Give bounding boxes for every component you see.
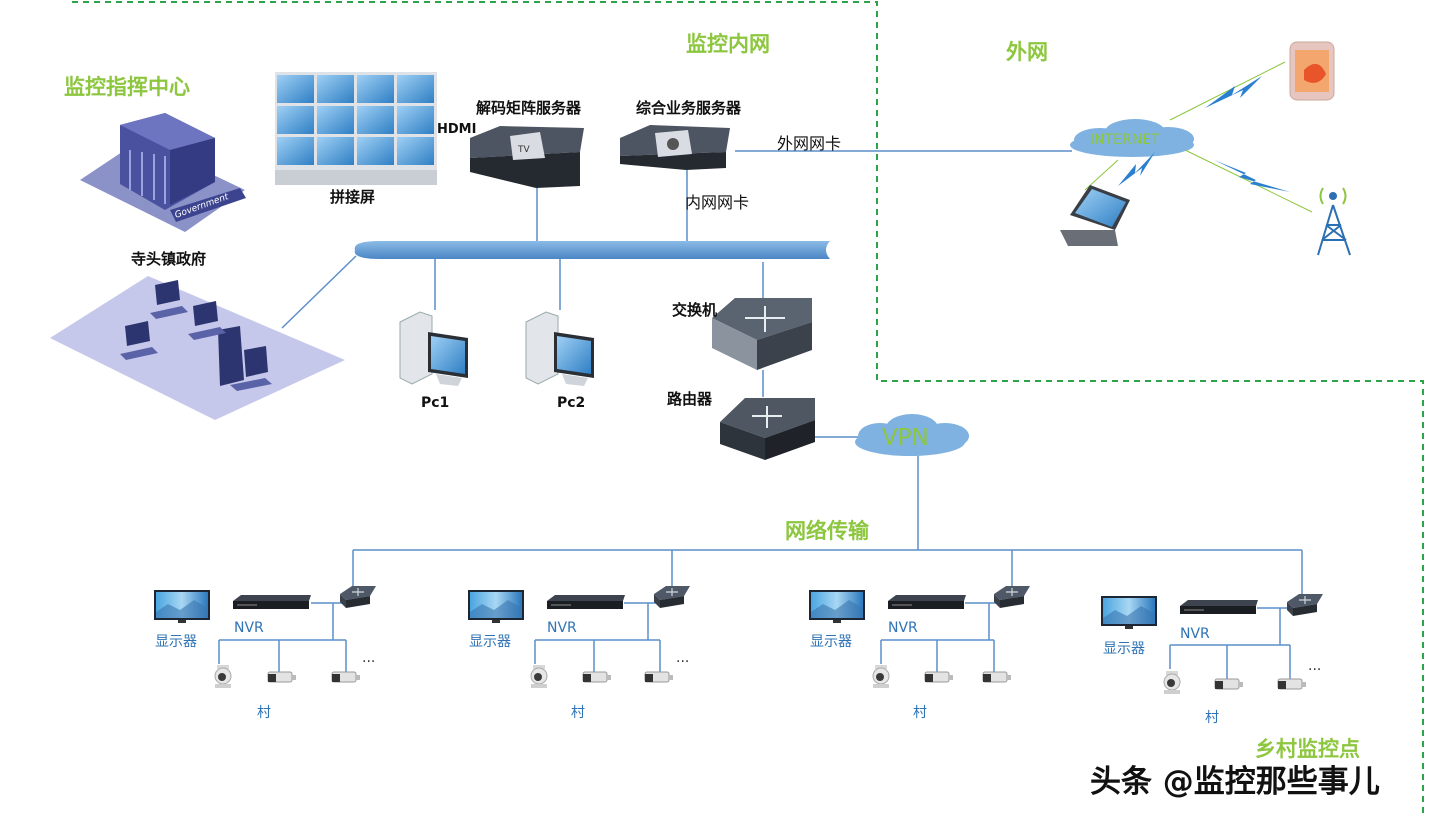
site-2-monitor-label: 显示器 xyxy=(469,634,511,650)
signal-tower-icon xyxy=(1317,187,1351,256)
zone-title-monitor-intranet: 监控内网 xyxy=(686,32,770,56)
vpn-label: VPN xyxy=(882,425,929,451)
intranet-zone-border xyxy=(72,1,1424,818)
tv-monitor-icon xyxy=(809,590,865,623)
nvr-icon xyxy=(233,595,311,609)
site-3-village-label: 村 xyxy=(913,705,927,721)
bullet-camera-icon xyxy=(1277,678,1307,690)
svg-text:TV: TV xyxy=(517,145,530,155)
hdmi-label: HDMI xyxy=(437,122,477,137)
bullet-camera-icon xyxy=(582,671,612,683)
intranet-nic-label: 内网网卡 xyxy=(685,193,750,212)
video-wall-panel xyxy=(397,75,434,103)
nvr-icon xyxy=(547,595,625,609)
tv-monitor-icon xyxy=(468,590,524,623)
site-4-village-label: 村 xyxy=(1205,710,1219,726)
extranet-nic-label: 外网网卡 xyxy=(777,134,842,153)
decoder-server-icon: TV xyxy=(470,126,584,188)
smartphone-icon xyxy=(1289,41,1335,101)
dome-camera-icon xyxy=(530,664,548,689)
video-wall-panel xyxy=(397,106,434,134)
router-icon xyxy=(720,398,815,460)
video-wall-panel xyxy=(357,106,394,134)
site-3-nvr-label: NVR xyxy=(888,620,918,636)
zone-title-command-center: 监控指挥中心 xyxy=(64,75,190,99)
bullet-camera-icon xyxy=(982,671,1012,683)
video-wall-panel xyxy=(317,75,354,103)
site-2-more: ... xyxy=(676,650,690,666)
router-label: 路由器 xyxy=(667,390,713,408)
tv-monitor-icon xyxy=(154,590,210,623)
dome-camera-icon xyxy=(214,664,232,689)
business-server-label: 综合业务服务器 xyxy=(636,99,742,117)
bullet-camera-icon xyxy=(1214,678,1244,690)
site-2-nvr-label: NVR xyxy=(547,620,577,636)
video-wall-panel xyxy=(357,75,394,103)
tv-monitor-icon xyxy=(1101,596,1157,629)
nvr-icon xyxy=(1180,600,1258,614)
switch-icon xyxy=(1286,593,1324,617)
laptop-icon xyxy=(1060,185,1130,246)
video-wall-panel xyxy=(277,75,314,103)
switch-icon xyxy=(653,585,691,609)
site-1-monitor-label: 显示器 xyxy=(155,634,197,650)
watermark: 头条 @监控那些事儿 xyxy=(1090,764,1380,800)
switch-label: 交换机 xyxy=(672,301,718,319)
video-wall-panel xyxy=(277,106,314,134)
video-wall-panel xyxy=(317,137,354,165)
internet-label: INTERNET xyxy=(1090,132,1160,148)
bullet-camera-icon xyxy=(267,671,297,683)
connection-lines xyxy=(218,150,1303,679)
video-wall-label: 拼接屏 xyxy=(330,188,376,206)
switch-icon xyxy=(339,585,377,609)
video-wall-panel xyxy=(277,137,314,165)
pc-icon xyxy=(399,311,468,386)
site-2-village-label: 村 xyxy=(571,705,585,721)
bullet-camera-icon xyxy=(331,671,361,683)
pc2-label: Pc2 xyxy=(557,395,586,411)
zone-title-village-points: 乡村监控点 xyxy=(1255,737,1360,761)
business-server-icon xyxy=(620,125,730,170)
dome-camera-icon xyxy=(872,664,890,689)
nvr-icon xyxy=(888,595,966,609)
office-workstations-icon xyxy=(50,276,345,420)
bullet-camera-icon xyxy=(924,671,954,683)
site-1-more: ... xyxy=(362,650,376,666)
site-3-monitor-label: 显示器 xyxy=(810,634,852,650)
government-building-icon: Government xyxy=(80,113,246,232)
vpn-cloud-icon xyxy=(855,414,969,456)
switch-icon xyxy=(712,298,812,370)
site-4-monitor-label: 显示器 xyxy=(1103,641,1145,657)
internet-cloud-icon xyxy=(1070,119,1194,157)
network-bus xyxy=(354,241,830,259)
pc-icon xyxy=(525,311,594,386)
video-wall-icon xyxy=(275,72,437,185)
pc1-label: Pc1 xyxy=(421,395,450,411)
site-1-nvr-label: NVR xyxy=(234,620,264,636)
site-4-nvr-label: NVR xyxy=(1180,626,1210,642)
bullet-camera-icon xyxy=(644,671,674,683)
decoder-server-label: 解码矩阵服务器 xyxy=(476,99,582,117)
site-1-village-label: 村 xyxy=(257,705,271,721)
dome-camera-icon xyxy=(1163,670,1181,695)
video-wall-panel xyxy=(357,137,394,165)
site-4-more: ... xyxy=(1308,658,1322,674)
switch-icon xyxy=(993,585,1031,609)
video-wall-panel xyxy=(397,137,434,165)
zone-title-network-transmission: 网络传输 xyxy=(785,519,869,543)
government-label: 寺头镇政府 xyxy=(131,250,207,268)
video-wall-panel xyxy=(317,106,354,134)
zone-title-extranet: 外网 xyxy=(1006,40,1048,64)
